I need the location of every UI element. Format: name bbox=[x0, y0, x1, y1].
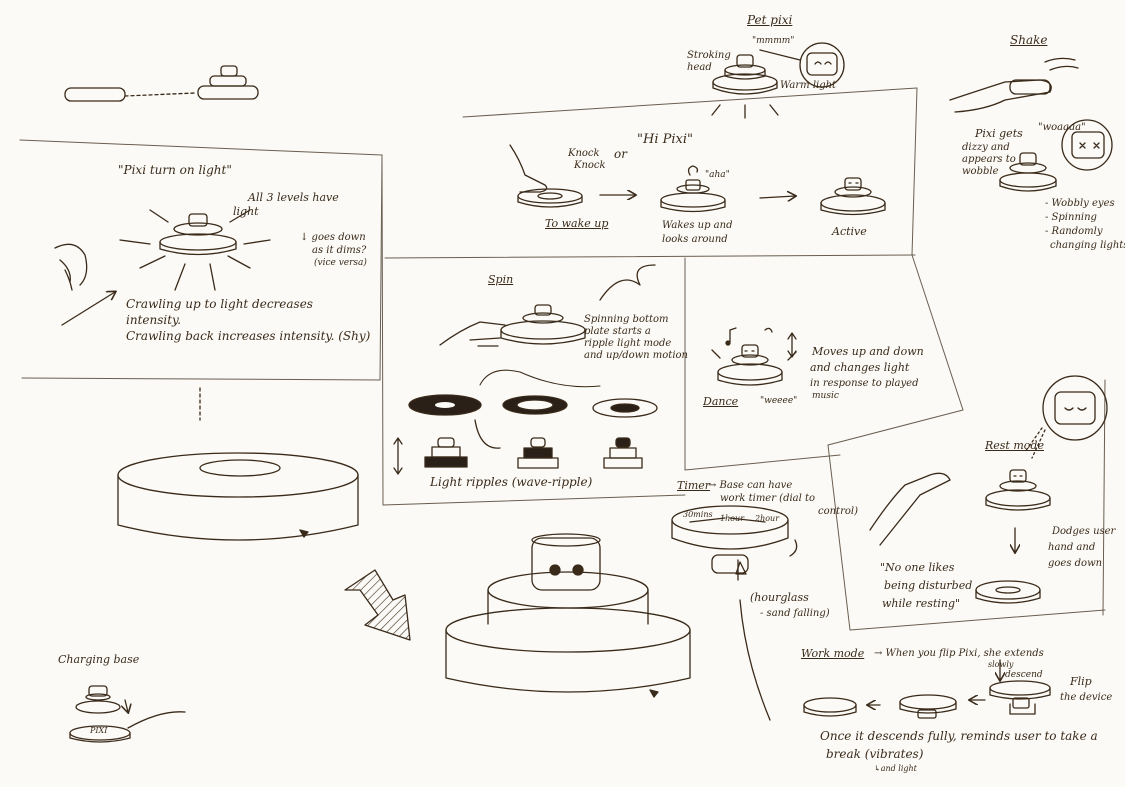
rest-mode-sketch bbox=[869, 375, 1108, 604]
dim-question-3: (vice versa) bbox=[314, 258, 367, 268]
rest-quote-1: "No one likes bbox=[880, 561, 955, 574]
charging-brand: PIXI bbox=[90, 726, 108, 735]
mini-stack-sketch bbox=[64, 65, 259, 102]
once-descends-line: Once it descends fully, reminds user to … bbox=[820, 729, 1098, 743]
work-mode-sketch bbox=[803, 659, 1051, 719]
rest-quote-2: being disturbed bbox=[884, 579, 973, 592]
to-wake-up-label: To wake up bbox=[545, 217, 609, 230]
stroking-label: Stroking bbox=[687, 50, 731, 61]
flip-label-1: Flip bbox=[1070, 675, 1092, 688]
timer-dial-sketch bbox=[671, 505, 798, 721]
timer-title: Timer bbox=[677, 479, 711, 492]
all-levels-line-2: light bbox=[233, 205, 259, 218]
descend-label: descend bbox=[1005, 670, 1043, 680]
shake-wobble: wobble bbox=[962, 166, 999, 177]
spin-sketch bbox=[393, 264, 658, 475]
base-large-sketch bbox=[117, 452, 359, 541]
dance-sketch bbox=[711, 327, 797, 386]
spin-desc-3: ripple light mode bbox=[584, 338, 672, 349]
shake-bullet-2: - Spinning bbox=[1045, 212, 1097, 223]
knock-2: Knock bbox=[574, 160, 606, 171]
dodge-line-1: Dodges user bbox=[1052, 526, 1116, 537]
shake-appears: appears to bbox=[962, 154, 1016, 165]
turn-on-light-title: "Pixi turn on light" bbox=[118, 163, 232, 177]
warm-light-label: Warm light bbox=[780, 80, 837, 91]
timer-desc-2: work timer (dial to bbox=[720, 493, 816, 504]
dance-desc-4: music bbox=[812, 391, 839, 401]
pixi-large-sketch bbox=[445, 533, 691, 698]
crawl-line-1: Crawling up to light decreases bbox=[126, 297, 313, 311]
rest-mode-title: Rest mode bbox=[985, 439, 1044, 452]
active-label: Active bbox=[832, 225, 867, 238]
dim-question-1: ↓ goes down bbox=[300, 232, 366, 243]
music-note-icon bbox=[729, 327, 737, 343]
charging-base-title: Charging base bbox=[58, 653, 140, 666]
charging-base-icon bbox=[69, 685, 186, 743]
panel-borders bbox=[19, 87, 1106, 631]
dim-question-2: as it dims? bbox=[312, 245, 367, 256]
dance-desc-2: and changes light bbox=[810, 361, 910, 374]
dance-label: Dance bbox=[703, 395, 739, 408]
hatched-arrow-icon bbox=[344, 569, 411, 641]
pet-pixi-sketch bbox=[711, 42, 845, 119]
shake-dizzy: dizzy and bbox=[962, 142, 1010, 153]
spin-desc-2: plate starts a bbox=[584, 326, 651, 337]
flip-label-2: the device bbox=[1060, 692, 1113, 703]
wakes-line-1: Wakes up and bbox=[662, 220, 733, 231]
work-mode-title: Work mode bbox=[801, 647, 865, 660]
spin-title: Spin bbox=[488, 273, 514, 286]
hi-pixi-label: "Hi Pixi" bbox=[637, 132, 693, 147]
timer-2hour: 2hour bbox=[755, 514, 780, 523]
pet-pixi-title: Pet pixi bbox=[747, 13, 793, 27]
light-ripples-label: Light ripples (wave-ripple) bbox=[430, 475, 593, 489]
shake-bullet-1: - Wobbly eyes bbox=[1045, 198, 1115, 209]
spin-desc-4: and up/down motion bbox=[584, 350, 688, 361]
timer-desc-3: control) bbox=[818, 506, 858, 517]
work-mode-line: → When you flip Pixi, she extends bbox=[874, 648, 1044, 659]
crawl-line-3: Crawling back increases intensity. (Shy) bbox=[126, 329, 371, 343]
timer-desc-1: → Base can have bbox=[708, 480, 793, 491]
dance-desc-1: Moves up and down bbox=[812, 345, 924, 358]
timer-1hour: 1hour bbox=[720, 514, 745, 523]
wake-up-sketch bbox=[509, 144, 886, 216]
or-label: or bbox=[614, 147, 627, 161]
spin-desc-1: Spinning bottom bbox=[584, 314, 669, 325]
wakes-line-2: looks around bbox=[662, 234, 728, 245]
dodge-line-3: goes down bbox=[1048, 558, 1103, 569]
shake-bullet-3: - Randomly bbox=[1045, 226, 1103, 237]
dance-sound: "weeee" bbox=[760, 396, 798, 406]
pet-mmm-label: "mmmm" bbox=[752, 36, 795, 46]
shake-bullet-4: changing lights bbox=[1050, 240, 1125, 251]
knock-1: Knock bbox=[568, 148, 600, 159]
head-label: head bbox=[687, 62, 712, 73]
aha-label: "aha" bbox=[705, 170, 730, 180]
shake-gets: Pixi gets bbox=[975, 127, 1023, 140]
timer-30min: 30mins bbox=[683, 510, 713, 519]
shake-sound: "woaaaa" bbox=[1038, 122, 1086, 133]
rest-quote-3: while resting" bbox=[882, 597, 961, 610]
crawl-line-2: intensity. bbox=[126, 313, 182, 327]
shake-sketch bbox=[949, 57, 1113, 192]
shake-title: Shake bbox=[1010, 33, 1048, 47]
hourglass-icon bbox=[735, 561, 747, 575]
and-light-label: ↳and light bbox=[874, 764, 917, 773]
dance-desc-3: in response to played bbox=[810, 378, 919, 389]
hourglass-line-1: (hourglass bbox=[750, 591, 809, 604]
slowly-label: slowly bbox=[988, 660, 1014, 669]
break-label: break (vibrates) bbox=[826, 747, 924, 761]
dodge-line-2: hand and bbox=[1048, 542, 1096, 553]
turn-on-light-sketch bbox=[54, 209, 271, 326]
hourglass-line-2: - sand falling) bbox=[760, 608, 830, 619]
all-levels-line-1: All 3 levels have bbox=[248, 191, 339, 204]
